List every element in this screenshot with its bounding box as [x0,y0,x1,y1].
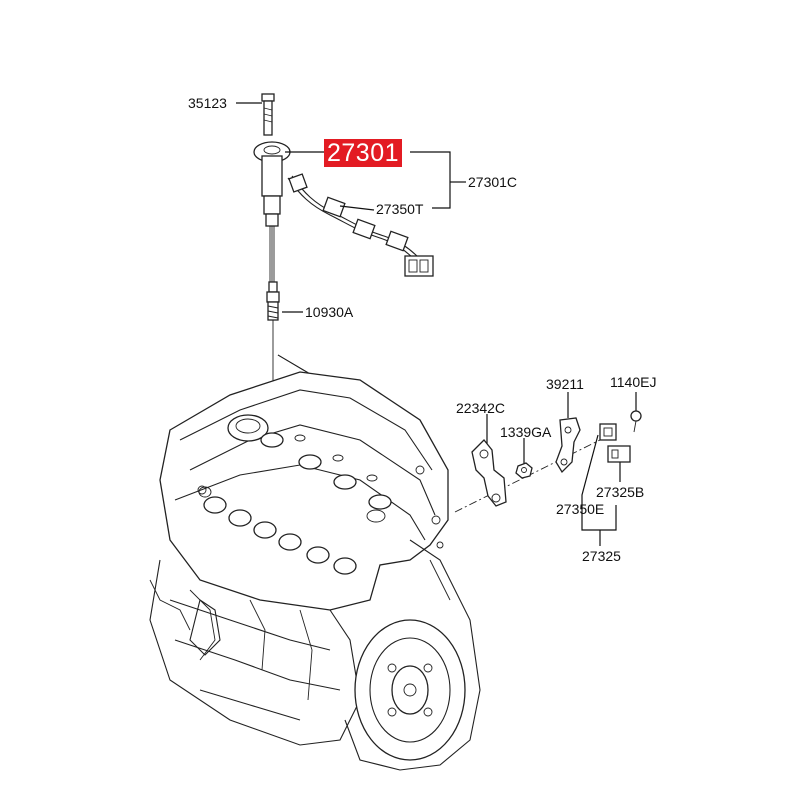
bolt-part [261,93,275,136]
coil-harness-part [287,173,434,277]
nut-part [515,462,533,479]
engine-block [149,371,481,771]
label-bolt: 35123 [188,95,227,111]
label-spark-plug: 10930A [305,304,354,320]
sensor-part [599,423,631,463]
label-coil-assembly: 27301C [468,174,518,190]
screw-part [630,410,642,433]
label-sensor-assembly: 27325 [582,548,621,564]
label-screw: 1140EJ [610,374,657,390]
label-coil-harness: 27350T [376,201,424,217]
ignition-coil-part [253,141,291,282]
label-ignition-coil[interactable]: 27301 [324,139,403,167]
label-sensor-wire: 27350E [556,501,605,517]
label-bracket: 39211 [546,376,584,392]
bracket-part [555,417,581,474]
label-gasket: 22342C [456,400,506,416]
spark-plug-part [266,281,280,330]
label-nut: 1339GA [500,424,552,440]
gasket-part [471,439,507,507]
label-sensor-connector: 27325B [596,484,645,500]
